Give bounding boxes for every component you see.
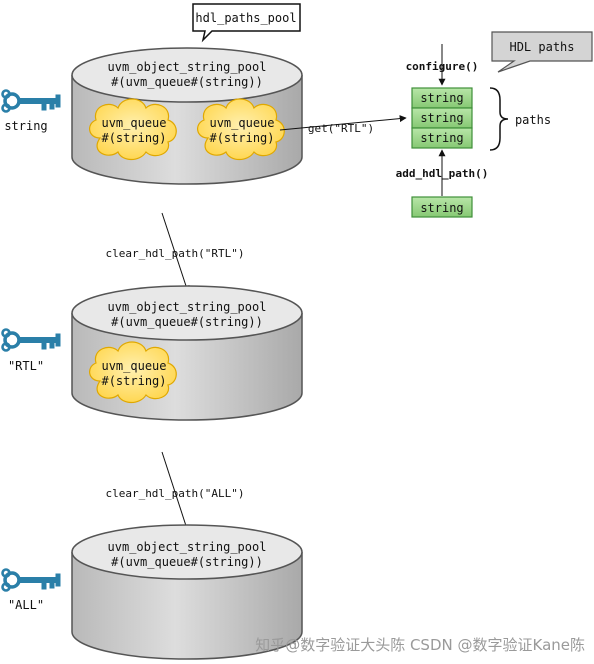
- queue-type-label: #(string): [101, 131, 166, 145]
- add-hdl-path-label: add_hdl_path(): [396, 167, 489, 180]
- path-item-label: string: [420, 131, 463, 145]
- clear-rtl-arrow: [161, 212, 190, 293]
- incoming-path-item: [411, 196, 473, 218]
- pool-title-2: uvm_object_string_pool: [108, 300, 267, 314]
- hdl-paths-callout: HDL paths: [491, 31, 593, 73]
- queue-label: uvm_queue: [209, 116, 274, 130]
- pool-subtitle-1: #(uvm_queue#(string)): [111, 75, 263, 89]
- pool-name-callout: hdl_paths_pool: [192, 3, 301, 43]
- queue-type-label: #(string): [101, 374, 166, 388]
- key-icon: [0, 327, 62, 353]
- get-label: get("RTL"): [308, 122, 374, 135]
- pool-subtitle-2: #(uvm_queue#(string)): [111, 315, 263, 329]
- path-item-label: string: [420, 91, 463, 105]
- queue-type-label: #(string): [209, 131, 274, 145]
- pool-title-1: uvm_object_string_pool: [108, 60, 267, 74]
- clear-all-label: clear_hdl_path("ALL"): [105, 487, 244, 500]
- configure-label: configure(): [406, 60, 479, 73]
- clear-all-arrow: [161, 451, 190, 533]
- queue-label: uvm_queue: [101, 116, 166, 130]
- paths-label: paths: [515, 113, 551, 127]
- pool-subtitle-3: #(uvm_queue#(string)): [111, 555, 263, 569]
- get-arrow: [279, 115, 407, 131]
- queue-label: uvm_queue: [101, 359, 166, 373]
- pool-name-label: hdl_paths_pool: [195, 11, 296, 25]
- key-label-all: "ALL": [8, 598, 44, 612]
- queue-cloud-2a: uvm_queue #(string): [88, 341, 177, 404]
- path-item: [411, 127, 473, 149]
- path-item-label: string: [420, 111, 463, 125]
- watermark: 知乎@数字验证大头陈 CSDN @数字验证Kane陈: [255, 636, 585, 654]
- pool-title-3: uvm_object_string_pool: [108, 540, 267, 554]
- paths-brace: [489, 87, 509, 151]
- queue-cloud-1a: uvm_queue #(string): [88, 98, 177, 161]
- key-icon: [0, 88, 62, 114]
- clear-rtl-label: clear_hdl_path("RTL"): [105, 247, 244, 260]
- key-icon: [0, 567, 62, 593]
- key-label-rtl: "RTL": [8, 359, 44, 373]
- pool-cylinder-3: uvm_object_string_pool #(uvm_queue#(stri…: [71, 524, 303, 660]
- hdl-paths-label: HDL paths: [509, 40, 574, 54]
- key-label-string: string: [4, 119, 47, 133]
- incoming-path-label: string: [420, 201, 463, 215]
- path-stack: string string string: [411, 87, 473, 149]
- queue-cloud-1b: uvm_queue #(string): [196, 98, 285, 161]
